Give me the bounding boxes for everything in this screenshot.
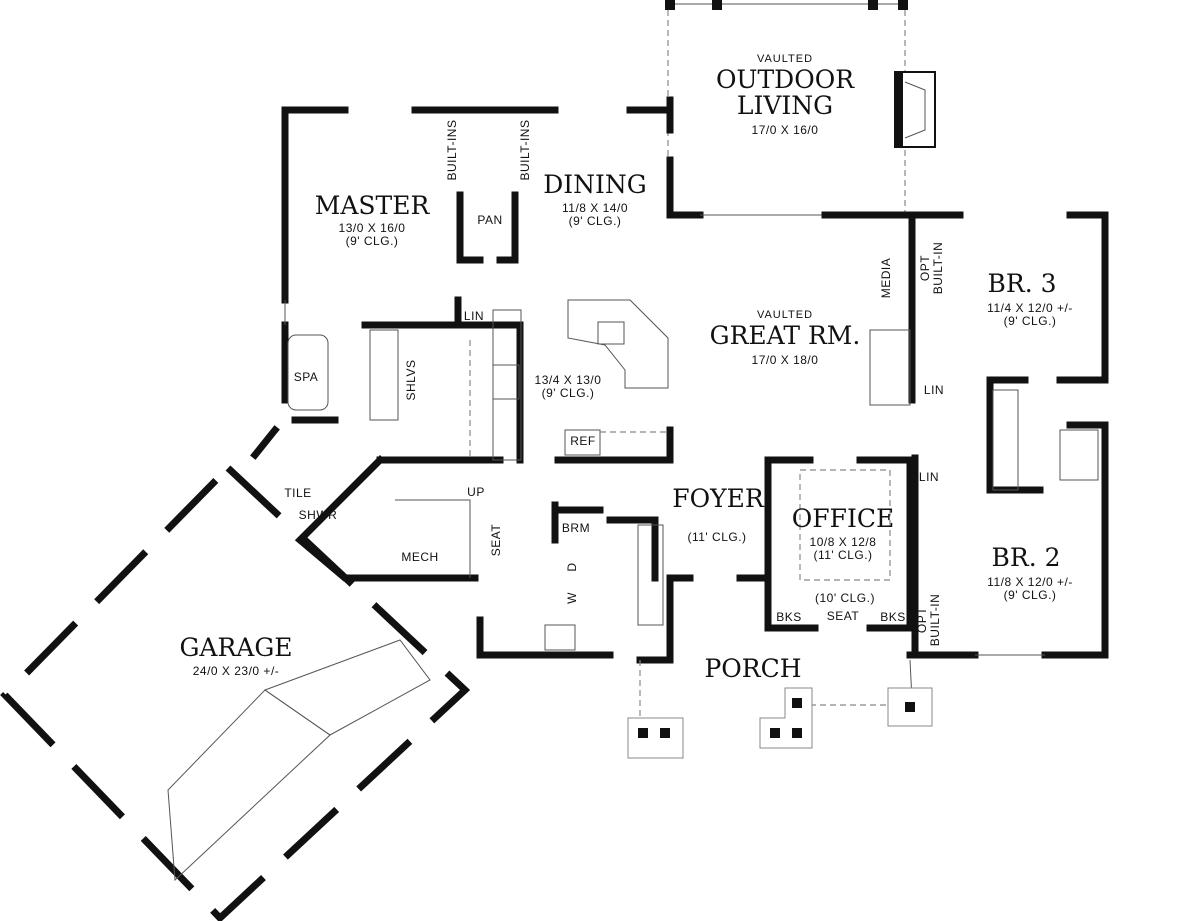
seat-label: SEAT: [827, 609, 860, 623]
dryer-label: D: [565, 562, 579, 571]
room-size: 11/8 X 12/0 +/-: [987, 575, 1073, 589]
kitchen-fixtures: [287, 299, 1099, 651]
walls: [250, 96, 1109, 664]
built-in-label: BUILT-IN: [928, 594, 942, 646]
pantry-label: PAN: [477, 213, 502, 227]
garage-outline: [0, 463, 471, 921]
bookshelf-label: BKS: [880, 610, 906, 624]
room-note: VAULTED: [757, 309, 813, 321]
room-name: OFFICE: [792, 504, 894, 533]
room-size: 17/0 X 16/0: [752, 123, 819, 137]
washer-label: W: [565, 592, 579, 604]
room-name: LIVING: [737, 91, 833, 120]
kitchen-label: 13/4 X 13/0 (9' CLG.): [535, 373, 602, 400]
outdoor-living-outline: [665, 0, 936, 215]
shelves-label: SHLVS: [404, 360, 418, 401]
room-ceiling: (11' CLG.): [813, 548, 872, 562]
opt-label: OPT: [918, 255, 932, 281]
porch-label: PORCH: [704, 654, 801, 683]
stairs-up-label: UP: [467, 485, 485, 499]
seat-ceiling: (10' CLG.): [815, 591, 875, 605]
room-ceiling: (9' CLG.): [346, 234, 399, 248]
dining-label: DINING 11/8 X 14/0 (9' CLG.): [543, 170, 647, 228]
seat-label: SEAT: [489, 524, 503, 557]
linen-label: LIN: [919, 470, 939, 484]
built-ins-label: BUILT-INS: [445, 120, 459, 181]
built-ins-label: BUILT-INS: [518, 120, 532, 181]
spa-label: SPA: [294, 370, 319, 384]
room-ceiling: (11' CLG.): [687, 530, 746, 544]
refrigerator-label: REF: [570, 434, 596, 448]
mech-label: MECH: [401, 550, 438, 564]
garage-label: GARAGE 24/0 X 23/0 +/-: [179, 633, 292, 678]
br2-label: BR. 2 11/8 X 12/0 +/- (9' CLG.): [987, 543, 1073, 602]
room-size: 24/0 X 23/0 +/-: [193, 664, 280, 678]
shower-label: SHWR: [299, 508, 338, 522]
room-name: GREAT RM.: [710, 321, 861, 350]
room-size: 13/0 X 16/0: [339, 221, 406, 235]
room-note: VAULTED: [757, 53, 813, 65]
room-size: 11/8 X 14/0: [562, 201, 628, 215]
room-ceiling: (9' CLG.): [569, 214, 622, 228]
room-name: GARAGE: [179, 633, 292, 662]
room-ceiling: (9' CLG.): [542, 386, 595, 400]
broom-closet-label: BRM: [562, 521, 590, 535]
opt-label: OPT: [915, 607, 929, 633]
room-size: 11/4 X 12/0 +/-: [987, 301, 1073, 315]
room-name: PORCH: [704, 654, 801, 683]
room-name: BR. 3: [988, 269, 1057, 298]
room-name: BR. 2: [992, 543, 1061, 572]
room-ceiling: (9' CLG.): [1004, 588, 1057, 602]
outdoor-fireplace: [894, 71, 936, 148]
br3-label: BR. 3 11/4 X 12/0 +/- (9' CLG.): [987, 269, 1073, 328]
office-label: OFFICE 10/8 X 12/8 (11' CLG.) (10' CLG.)…: [776, 504, 906, 624]
linen-label: LIN: [464, 309, 484, 323]
room-ceiling: (9' CLG.): [1004, 314, 1057, 328]
room-name: MASTER: [315, 191, 431, 220]
outdoor-living-label: VAULTED OUTDOOR LIVING 17/0 X 16/0: [716, 53, 855, 137]
room-size: 10/8 X 12/8: [810, 535, 877, 549]
room-name: DINING: [543, 170, 647, 199]
room-name: FOYER: [672, 484, 765, 513]
porch-outline: [627, 659, 933, 759]
built-in-label: BUILT-IN: [931, 242, 945, 294]
room-size: 17/0 X 18/0: [752, 353, 819, 367]
room-size: 13/4 X 13/0: [535, 373, 602, 387]
fixture-labels: BUILT-INS BUILT-INS PAN LIN SPA SHLVS RE…: [284, 120, 945, 647]
tile-label: TILE: [284, 486, 311, 500]
master-label: MASTER 13/0 X 16/0 (9' CLG.): [315, 191, 431, 248]
great-room-label: VAULTED GREAT RM. 17/0 X 18/0: [710, 309, 861, 367]
bookshelf-label: BKS: [776, 610, 802, 624]
linen-label: LIN: [924, 383, 944, 397]
media-label: MEDIA: [879, 258, 893, 299]
room-name: OUTDOOR: [716, 65, 855, 94]
foyer-label: FOYER (11' CLG.): [672, 484, 765, 544]
